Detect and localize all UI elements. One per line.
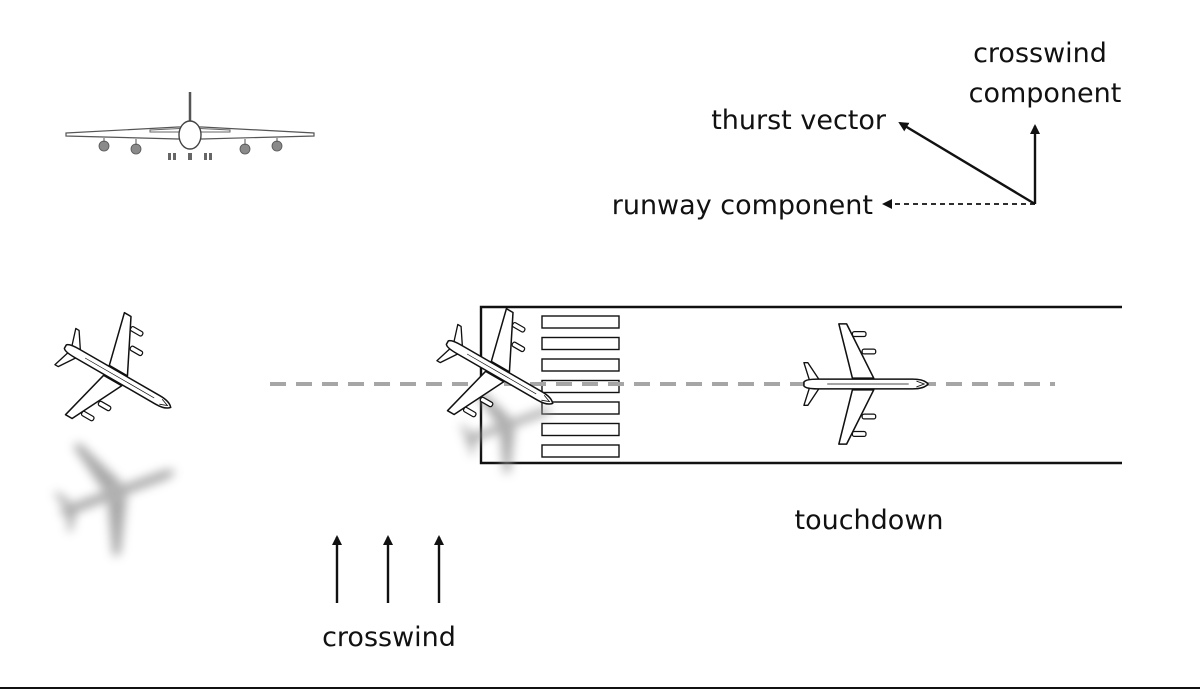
runway-component-label: runway component xyxy=(612,190,873,221)
thrust-vector-arrow xyxy=(898,121,1036,206)
threshold-bar xyxy=(541,358,620,372)
crosswind-label: crosswind xyxy=(322,622,456,653)
vector-diagram: crosswind component thurst vector runway… xyxy=(612,38,1122,221)
aircraft-touchdown xyxy=(803,323,929,445)
touchdown-label: touchdown xyxy=(794,505,943,536)
threshold-bar xyxy=(541,422,620,437)
crosswind-component-label-line2: component xyxy=(969,78,1122,109)
thrust-vector-label: thurst vector xyxy=(711,105,887,136)
threshold-bar xyxy=(541,444,620,458)
crosswind-component-label-line1: crosswind xyxy=(973,38,1107,69)
threshold-markings xyxy=(541,315,620,458)
runway xyxy=(479,305,1122,465)
aircraft-crabbing-approach xyxy=(35,294,201,460)
threshold-bar xyxy=(541,401,620,415)
threshold-bar xyxy=(541,336,620,351)
threshold-bar xyxy=(541,379,620,394)
aircraft-shadow-far xyxy=(40,415,196,569)
front-view-aircraft xyxy=(65,92,315,160)
crosswind-arrows xyxy=(332,535,444,603)
threshold-bar xyxy=(541,315,620,329)
